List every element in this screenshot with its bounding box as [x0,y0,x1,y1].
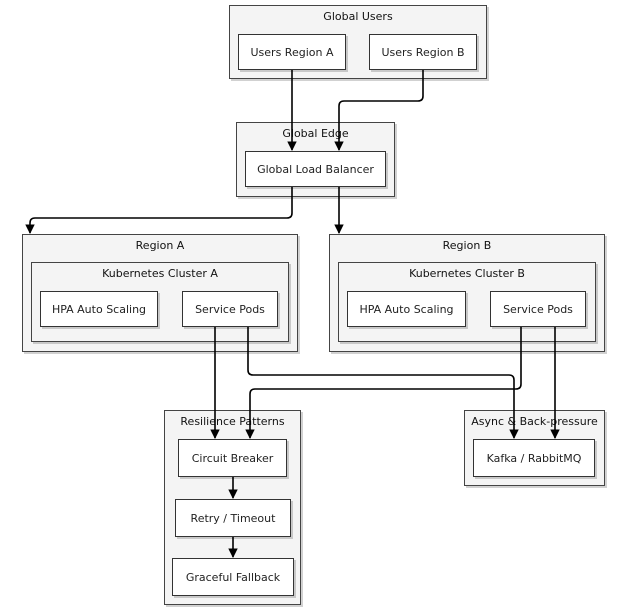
node-global-load-balancer: Global Load Balancer [245,151,386,187]
group-label-global-edge: Global Edge [282,127,349,140]
node-kafka-rabbitmq: Kafka / RabbitMQ [473,439,595,477]
node-hpa-auto-scaling-b: HPA Auto Scaling [347,291,466,327]
group-label-region-a: Region A [135,239,185,252]
node-service-pods-a: Service Pods [182,291,278,327]
node-graceful-fallback: Graceful Fallback [172,558,294,596]
node-hpa-auto-scaling-a: HPA Auto Scaling [40,291,158,327]
group-label-kubernetes-cluster-a: Kubernetes Cluster A [102,267,218,280]
node-service-pods-b: Service Pods [490,291,586,327]
group-label-async-back-pressure: Async & Back-pressure [471,415,598,428]
node-circuit-breaker: Circuit Breaker [178,439,287,477]
group-label-region-b: Region B [442,239,492,252]
node-users-region-a: Users Region A [238,34,346,70]
group-label-kubernetes-cluster-b: Kubernetes Cluster B [409,267,525,280]
node-retry-timeout: Retry / Timeout [175,499,291,537]
node-users-region-b: Users Region B [369,34,477,70]
group-label-global-users: Global Users [323,10,393,23]
group-label-resilience-patterns: Resilience Patterns [180,415,285,428]
